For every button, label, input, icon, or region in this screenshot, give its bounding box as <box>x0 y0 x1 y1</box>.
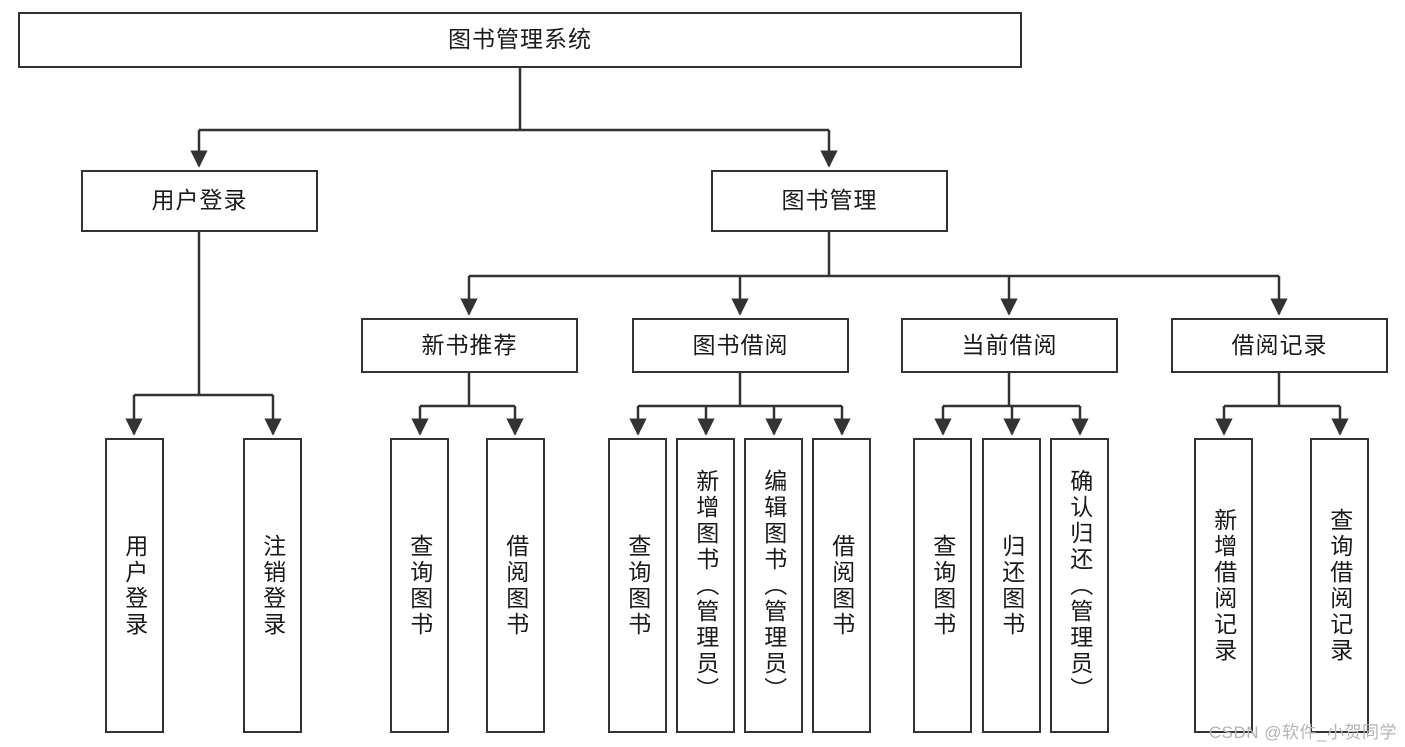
node-leaf-query-book-current-label: 查询图书 <box>929 533 956 638</box>
node-leaf-confirm-return-label: 确认归还（管理员） <box>1066 468 1093 703</box>
node-leaf-query-book-borrow-label: 查询图书 <box>624 533 651 638</box>
node-leaf-logout[interactable]: 注销登录 <box>243 438 302 733</box>
node-leaf-edit-book-label: 编辑图书（管理员） <box>760 468 787 703</box>
node-leaf-user-login-label: 用户登录 <box>121 533 148 638</box>
node-leaf-borrow-book-recommend[interactable]: 借阅图书 <box>486 438 545 733</box>
node-leaf-user-login[interactable]: 用户登录 <box>105 438 164 733</box>
node-new-book-recommend[interactable]: 新书推荐 <box>361 318 578 373</box>
node-borrow-record-label: 借阅记录 <box>1231 331 1328 358</box>
node-leaf-return-book[interactable]: 归还图书 <box>982 438 1041 733</box>
node-leaf-logout-label: 注销登录 <box>259 533 286 638</box>
node-leaf-query-book-current[interactable]: 查询图书 <box>913 438 972 733</box>
node-book-borrow[interactable]: 图书借阅 <box>632 318 849 373</box>
node-book-borrow-label: 图书借阅 <box>692 331 789 358</box>
node-current-borrow-label: 当前借阅 <box>961 331 1058 358</box>
node-leaf-query-borrow-record-label: 查询借阅记录 <box>1326 507 1353 664</box>
node-leaf-query-book-recommend-label: 查询图书 <box>406 533 433 638</box>
node-user-login-label: 用户登录 <box>151 187 248 214</box>
node-leaf-edit-book[interactable]: 编辑图书（管理员） <box>744 438 803 733</box>
node-borrow-record[interactable]: 借阅记录 <box>1171 318 1388 373</box>
node-leaf-query-book-borrow[interactable]: 查询图书 <box>608 438 667 733</box>
node-root-system-label: 图书管理系统 <box>448 26 592 53</box>
node-leaf-add-book-label: 新增图书（管理员） <box>692 468 719 703</box>
node-leaf-confirm-return[interactable]: 确认归还（管理员） <box>1050 438 1109 733</box>
node-current-borrow[interactable]: 当前借阅 <box>901 318 1118 373</box>
node-book-manage[interactable]: 图书管理 <box>711 170 948 232</box>
node-user-login[interactable]: 用户登录 <box>81 170 318 232</box>
node-leaf-add-borrow-record-label: 新增借阅记录 <box>1210 507 1237 664</box>
node-leaf-return-book-label: 归还图书 <box>998 533 1025 638</box>
node-new-book-recommend-label: 新书推荐 <box>421 331 518 358</box>
node-book-manage-label: 图书管理 <box>781 187 878 214</box>
node-leaf-query-book-recommend[interactable]: 查询图书 <box>390 438 449 733</box>
node-leaf-borrow-book-recommend-label: 借阅图书 <box>502 533 529 638</box>
node-leaf-add-book[interactable]: 新增图书（管理员） <box>676 438 735 733</box>
node-root-system[interactable]: 图书管理系统 <box>18 12 1022 68</box>
node-leaf-query-borrow-record[interactable]: 查询借阅记录 <box>1310 438 1369 733</box>
node-leaf-borrow-book-label: 借阅图书 <box>828 533 855 638</box>
node-leaf-add-borrow-record[interactable]: 新增借阅记录 <box>1194 438 1253 733</box>
node-leaf-borrow-book[interactable]: 借阅图书 <box>812 438 871 733</box>
